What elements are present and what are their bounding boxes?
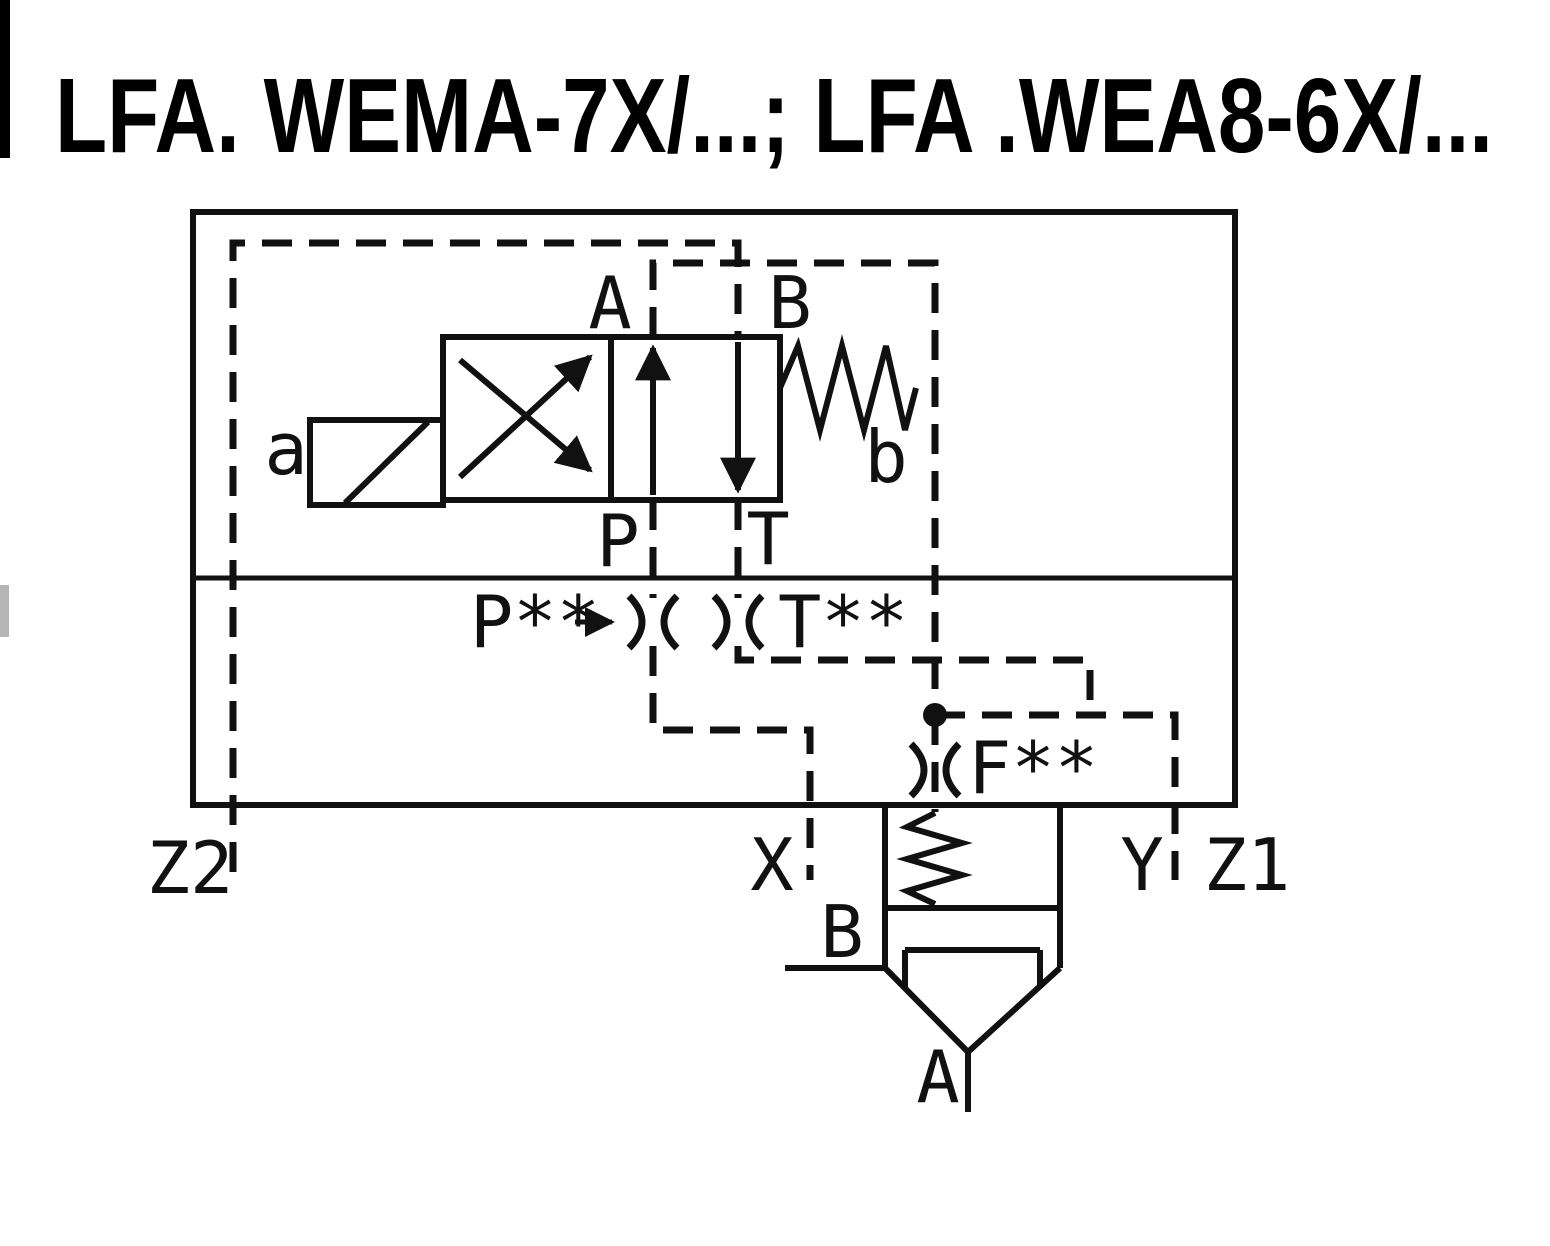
scan-edge-smudge — [0, 585, 9, 637]
page-edge-artifacts — [0, 0, 10, 637]
valve-port-p-label: P — [596, 499, 639, 583]
crossed-arrows-icon — [457, 354, 593, 480]
orifice-f-label: F** — [968, 726, 1098, 810]
valve-port-a-label: A — [588, 261, 631, 345]
orifice-t-label: T** — [778, 580, 908, 664]
pilot-line-y-z1 — [935, 711, 1179, 880]
scan-edge-bar — [0, 0, 10, 158]
pilot-valve-symbol: A B P T a b — [264, 261, 919, 583]
junction-dot — [923, 703, 947, 727]
port-x-label: X — [750, 823, 793, 907]
port-z2-label: Z2 — [147, 826, 234, 910]
hydraulic-schematic: A B P T a b P** T** F** — [147, 209, 1291, 1119]
port-a-label: A — [916, 1035, 959, 1119]
return-spring-icon — [777, 334, 919, 442]
valve-port-b-label: B — [768, 261, 811, 345]
valve-port-t-label: T — [746, 497, 789, 581]
pilot-lines — [229, 239, 1179, 880]
solenoid-label: a — [264, 407, 307, 491]
pilot-line-t-return — [734, 646, 1094, 715]
page-title: LFA. WEMA-7X/...; LFA .WEA8-6X/... — [55, 57, 1493, 175]
logic-valve-symbol — [785, 805, 1063, 1112]
pilot-line-x — [649, 646, 814, 880]
cover-plate-outline — [190, 209, 1238, 808]
flow-arrows-icon — [635, 342, 756, 495]
solenoid-icon — [307, 417, 446, 508]
poppet-spring-icon — [896, 810, 973, 907]
pilot-line-z2 — [229, 239, 742, 872]
orifice-p-label: P** — [470, 580, 600, 664]
orifice-f-icon — [908, 741, 962, 799]
spring-label: b — [864, 415, 907, 499]
poppet-seat — [902, 947, 1043, 988]
pilot-line-port-a — [649, 259, 939, 715]
port-z1-label: Z1 — [1204, 823, 1291, 907]
poppet-icon — [882, 965, 1063, 1057]
orifice-p-icon — [626, 593, 680, 651]
orifice-t-icon — [711, 593, 765, 651]
port-y-label: Y — [1120, 823, 1163, 907]
port-b-label: B — [820, 890, 863, 974]
